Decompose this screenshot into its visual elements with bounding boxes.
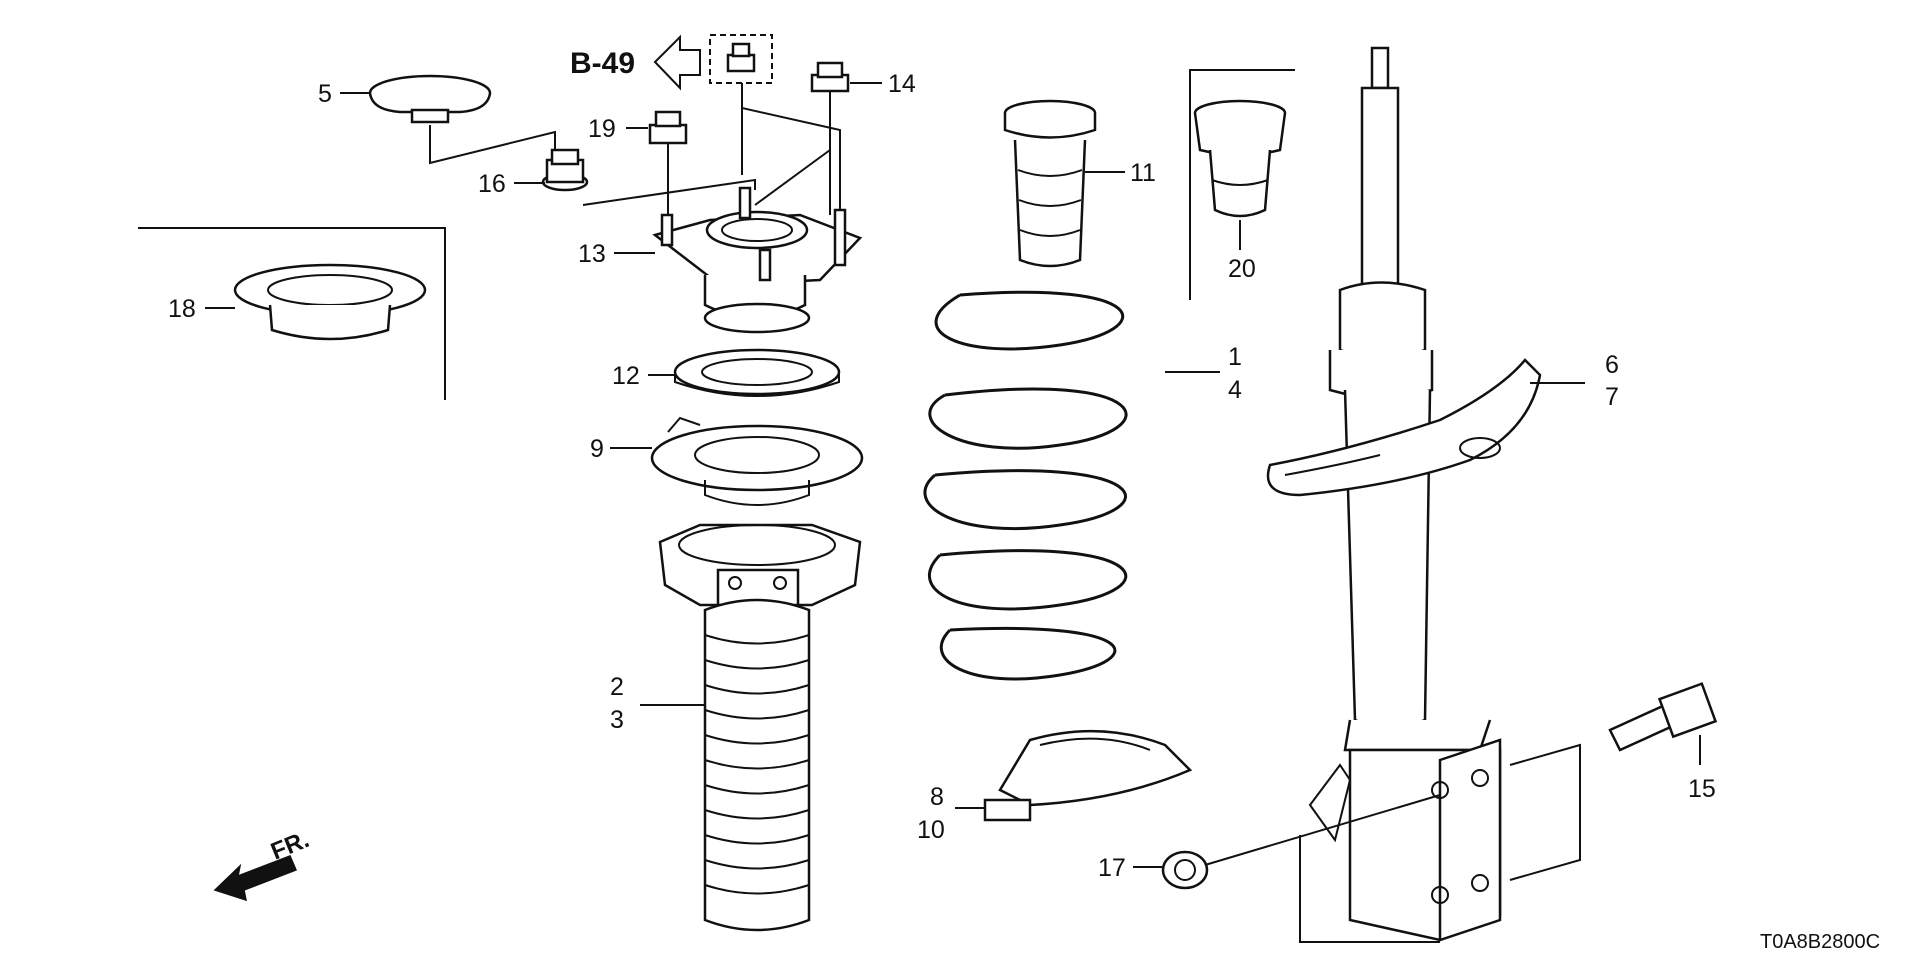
callout-15[interactable]: 15 [1688,775,1716,803]
part-1-4-coil-spring [923,290,1128,681]
part-12-bearing [673,348,841,397]
group-frame-left [138,227,446,400]
callout-18[interactable]: 18 [168,295,196,323]
callout-3[interactable]: 3 [610,706,624,734]
part-2-3-dust-boot [658,523,862,932]
leader-17-strut [1204,794,1441,866]
group-frame-right [1189,69,1295,300]
callout-16[interactable]: 16 [478,170,506,198]
front-arrow-icon [213,855,297,902]
callout-20[interactable]: 20 [1228,255,1256,283]
part-13-strut-mount [652,186,863,334]
callout-5[interactable]: 5 [318,80,332,108]
callout-6[interactable]: 6 [1605,351,1619,379]
callout-9[interactable]: 9 [590,435,604,463]
callout-11[interactable]: 11 [1130,159,1156,187]
part-19-nut [648,110,688,145]
part-15-bolt [1608,682,1718,752]
callout-14[interactable]: 14 [888,70,916,98]
front-indicator-label: FR. [267,826,313,866]
part-9-spring-seat [650,416,864,506]
part-20-bump-stop [1193,99,1287,218]
diagram-code: T0A8B2800C [1760,931,1880,953]
leader-17-lower [1299,835,1440,943]
part-18-seat [233,263,427,341]
part-16-flange-nut [541,148,589,192]
callout-2[interactable]: 2 [610,673,624,701]
part-6-7-bracket [1266,358,1542,497]
callout-4[interactable]: 4 [1228,376,1242,404]
callout-8[interactable]: 8 [930,783,944,811]
part-17-flange-nut [1161,850,1209,890]
boot-ribs [704,634,810,895]
part-14-nut [810,61,850,93]
leader-16-mount [582,178,756,206]
callout-17[interactable]: 17 [1098,854,1126,882]
part-5-cap [368,74,492,124]
callout-19[interactable]: 19 [588,115,616,143]
callout-13[interactable]: 13 [578,240,606,268]
reference-arrow-icon [653,34,701,91]
leader-14-center [754,149,831,206]
callout-7[interactable]: 7 [1605,383,1619,411]
reference-label[interactable]: B-49 [570,47,635,80]
leader-15-strut [1509,743,1581,881]
part-11-bump-stop [1003,99,1097,268]
leader-5-16 [429,125,556,165]
leader-ref-mount [741,83,841,210]
callout-1[interactable]: 1 [1228,343,1242,371]
callout-10[interactable]: 10 [917,816,945,844]
part-8-10-spring-seat [983,729,1193,822]
hex-nut-ref-icon [726,42,756,73]
callout-12[interactable]: 12 [612,362,640,390]
